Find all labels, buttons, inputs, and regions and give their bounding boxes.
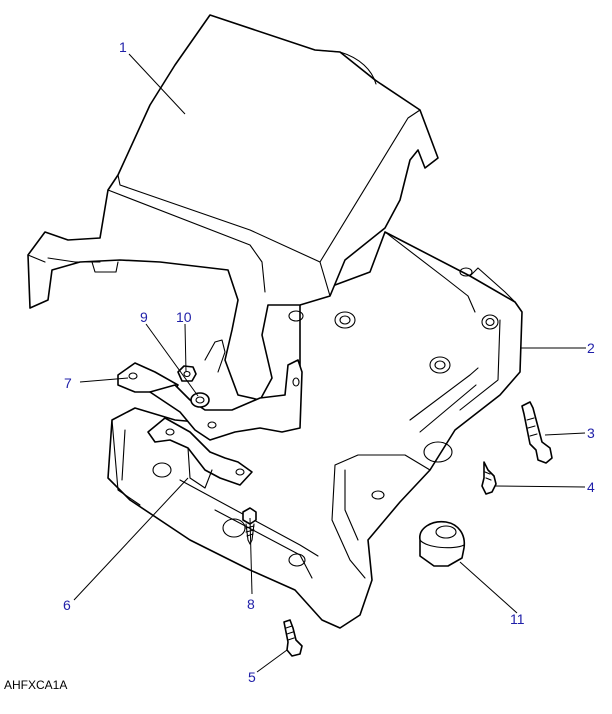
callout-labels: 1 2 3 4 5 6 7 8 9 10 11 — [63, 39, 595, 685]
leader-3 — [544, 432, 586, 436]
part-2-lower-shroud — [107, 231, 523, 629]
callout-5: 5 — [248, 669, 256, 685]
callout-10: 10 — [176, 309, 192, 325]
part-6-clip — [147, 417, 253, 489]
callout-2: 2 — [587, 340, 595, 356]
leader-lines — [73, 53, 586, 673]
part-8-screw — [242, 507, 257, 545]
leader-9 — [145, 323, 199, 397]
part-10-nut — [177, 365, 197, 382]
leader-5 — [256, 649, 288, 673]
leader-11 — [459, 561, 518, 614]
callout-7: 7 — [64, 375, 72, 391]
callout-3: 3 — [587, 425, 595, 441]
callout-11: 11 — [510, 611, 525, 627]
leader-8 — [249, 517, 253, 595]
part-1-upper-shroud — [27, 14, 439, 401]
leader-4 — [494, 485, 586, 488]
reference-code: AHFXCA1A — [4, 678, 68, 692]
callout-6: 6 — [63, 597, 71, 613]
callout-8: 8 — [247, 596, 255, 612]
central-bracket-arm — [149, 339, 303, 441]
callout-9: 9 — [140, 309, 148, 325]
part-11-plug — [419, 520, 466, 567]
leader-1 — [128, 53, 186, 115]
part-9-washer — [190, 392, 210, 408]
part-3-screw — [521, 401, 553, 464]
part-4-screw — [481, 461, 497, 495]
leader-10 — [184, 323, 187, 373]
leader-6 — [73, 477, 189, 601]
part-5-screw — [283, 619, 303, 657]
callout-1: 1 — [119, 39, 127, 55]
callout-4: 4 — [587, 479, 595, 495]
leader-7 — [79, 377, 129, 383]
